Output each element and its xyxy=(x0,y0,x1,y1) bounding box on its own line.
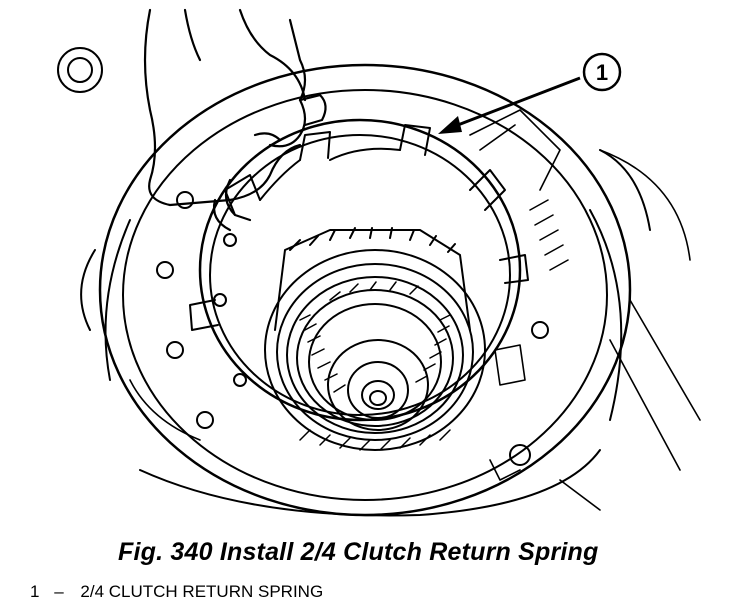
callout-leader xyxy=(438,76,581,134)
legend-label: 2/4 CLUTCH RETURN SPRING xyxy=(80,582,324,601)
technician-hand xyxy=(143,8,327,232)
central-hub xyxy=(327,339,429,431)
clutch-assembly-illustration: 1 xyxy=(57,8,701,517)
callout-number: 1 xyxy=(596,60,608,85)
clutch-teeth xyxy=(299,199,569,451)
clutch-pack xyxy=(264,227,486,451)
clutch-return-spring xyxy=(189,118,529,422)
housing-bolt-holes xyxy=(57,47,549,466)
legend-entry: 1 – 2/4 CLUTCH RETURN SPRING xyxy=(30,582,323,602)
figure-caption: Fig. 340 Install 2/4 Clutch Return Sprin… xyxy=(118,538,599,566)
housing-details xyxy=(129,109,701,511)
callout-marker: 1 xyxy=(582,52,622,92)
legend-dash: – xyxy=(54,582,64,601)
legend-number: 1 xyxy=(30,582,40,601)
